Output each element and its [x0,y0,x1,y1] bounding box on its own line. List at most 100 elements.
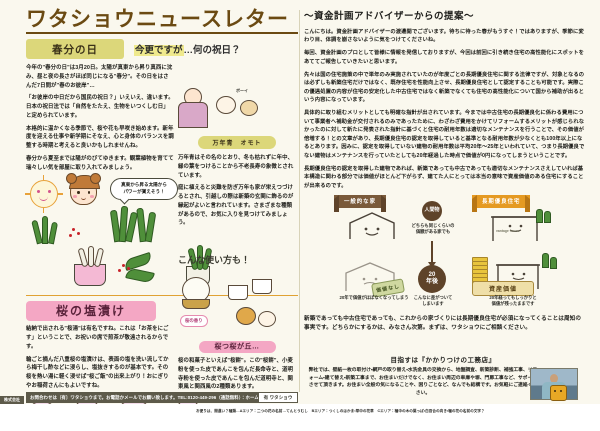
advisor-para-5: 長期優良住宅の認定を取得した建物であれば、新築であっても中古であっても適切なメン… [304,165,584,189]
omoto-body: 万年青はその名のとおり、冬も枯れずに年中、緑の葉をつけることから不老長寿の象徴と… [178,154,296,228]
omoto-leaf [197,245,203,271]
house-left-icon [348,211,396,241]
shunbun-body: 今年の"春分の日"は3月20日。太陽が真東から昇り真西に沈み、昼と夜の長さがほぼ… [26,64,174,172]
boy-label: ボーイ [236,88,248,93]
dog-head-icon [216,96,236,114]
jar-base [182,299,210,309]
girl-eye-left [77,191,80,195]
tree-icon [544,210,551,223]
diagram-ribbon-right: 長期優良住宅 [472,194,531,212]
house-right-after-icon [494,257,542,291]
right-column: ～資金計画アドバイザーからの提案～ こんにちは。資金計画アドバイザーの渡邉開でご… [300,8,586,392]
illustration-usage: 桜の香り [178,271,296,331]
usage-heading-wrap: こんな使い方も！ [178,250,296,268]
diagram-plaque-right: 資産価値 [472,280,534,296]
sun-ray [43,208,45,214]
mascot-icon [550,382,567,401]
house-right-svg [491,216,539,241]
sun-ray [58,193,63,195]
diagram-center-caption-top: どちらも同じくらいの 価額がある家でも [411,222,455,234]
house-right-note: vantage house [496,228,520,233]
mascot-body [550,385,567,401]
cup-icon [228,285,248,300]
berry-icon [77,232,80,236]
shunbun-para-2: 「お彼岸の中日だから国民の祝日？」いえいえ、違います。日本の祝日法では「自然をた… [26,95,174,119]
cup-icon [252,279,272,294]
section-tag-sakura: 桜の塩漬け [26,301,157,322]
omoto-para-2: 庭に植えると災難を防ぎ万年も家が栄えつづけるとされ、引越しの際は新築の玄関に飾る… [178,185,294,227]
girl-cheek-left [73,195,77,198]
usage-heading: こんな使い方も！ [178,255,250,265]
footer-logo-text: 有 ワタショウ [263,394,293,400]
usage-heading-text: こんな使い方も！ [178,255,251,265]
berry-icon [118,269,121,273]
house-right-after-svg [496,264,540,289]
section-tag-shunbun: 春分の日 [26,39,124,60]
jar-icon [182,277,210,303]
cat-icon [236,307,256,325]
shunbun-para-1: 今年の"春分の日"は3月20日。太陽が真東から昇り真西に沈み、昼と夜の長さがほぼ… [26,65,173,89]
section-subtitle-shunbun: 今更ですが…何の祝日？ [134,42,241,57]
plant-tag-omoto: 万年青 オモト [198,136,276,149]
photo-caption-label: 株式会社 [0,396,24,404]
illustration-family: ボーイ [178,86,296,130]
person-body [178,102,208,128]
speech-bubble-sun: 真東から昇る太陽から パワーが貰えそう！ [110,178,178,200]
plant-pot-pink [74,264,106,287]
masthead-title: ワタショウニュースレター [26,8,298,35]
left-column: ワタショウニュースレター 春分の日 今更ですが…何の祝日？ 今年の"春分の日"は… [25,8,298,424]
diagram-center-badge-top: 人間物 [422,200,442,221]
advisor-para-4: 具体的に取り組むメリットとしても明確な指針が出されています。今までは中古住宅の長… [304,110,585,159]
footer-contact-bar: お問合わせは〔有〕ワタショウまで。お電話かメールでお願い致します。TEL:012… [26,392,298,403]
divider-orange [26,295,298,297]
column-divider [299,10,300,392]
cat-head-icon [240,100,258,116]
middle-column: ボーイ 万年青 オモト 万年青はその名のとおり、冬も枯れずに年中、緑の葉をつける… [178,86,296,396]
sakura-sub-body: 桜の和菓子といえば"桜餅"。この"桜餅"、小麦粉を使った皮であんこを包んだ長命寺… [178,357,296,392]
diagram-center-caption-bottom: こんなに差がついて しまいます [413,294,453,306]
sun-ray [25,193,30,195]
staff-photo-head [550,374,558,383]
grass-leaf [42,216,48,245]
diagram-caption-left-bottom: 20年で価値がほぼなくなってしまう [339,294,409,300]
grass-leaf [144,211,157,243]
girl-eye-right [87,191,90,195]
sakura-sub-para-1: 桜の和菓子といえば"桜餅"。この"桜餅"、小麦粉を使った皮であんこを包んだ長命寺… [178,358,294,391]
berry-icon [127,267,130,271]
advisor-para-3: 先々は国の住宅施策の中で単年のみ実施されていたのが年度ごとの長期優良住宅に関する… [304,71,585,104]
sakura-body: 結納で出される"桜湯"は有名ですね。これは「お茶をにごす」ということで、お祝いの… [26,325,172,390]
berry-plant-leaf [125,267,155,285]
grass-leaf [47,221,59,245]
sun-ray [43,175,45,181]
right-footer-body: 弊社では、壁紙一枚の取付け・網戸の取り替え・水洗金具の交換から、地盤調査、新築診… [308,368,538,397]
berry-icon [72,228,75,232]
advisor-para-1: こんにちは。資金計画アドバイザーの渡邉開でございます。待ちに待った春がもうすぐ！… [304,29,584,44]
diagram-arrow [428,240,435,268]
section-sakura-header: 桜の塩漬け [26,301,298,322]
girl-bun-right [90,173,101,185]
girl-character-icon [66,173,101,206]
berry-icon [69,234,72,238]
section-shunbun-header: 春分の日 今更ですが…何の祝日？ [26,39,298,60]
sakura-para-2: 輪ごと摘んだ八重桜の塩漬けは、表面の塩を洗い流してから梅干し酢などに浸らし、塩抜… [26,356,169,389]
berry-icon [122,264,125,268]
advisor-body: こんにちは。資金計画アドバイザーの渡邉開でございます。待ちに待った春がもうすぐ！… [304,28,586,190]
subtitle-highlight: 今更ですが [134,45,184,57]
mascot-eye-left [554,390,556,392]
advisor-para-2: 毎回、資金計画のプロとして皆様に情報を発信しておりますが、今回は前回に引き続き住… [304,50,585,65]
tree-icon [536,208,543,223]
sakura-sub-tag: 桜つ桜が丘… [198,340,276,353]
diagram-footnote: 新築であっても中古住宅であっても、これからの家づくりには長期優良住宅が必須になっ… [304,315,586,333]
girl-mouth [81,196,86,201]
diagram-ribbon-left: 一般的な家 [334,194,386,212]
right-footer: 目指すは『かかりつけの工務店』 弊社では、壁紙一枚の取付け・網戸の取り替え・水洗… [0,354,586,404]
diagram-footnote-text: 新築であっても中古住宅であっても、これからの家づくりには長期優良住宅が必須になっ… [304,315,582,331]
subtitle-rest: …何の祝日？ [183,45,241,57]
bottom-strip-text: お便りは、間違い？種類…Aエリア：二つの花の名前…てんとうむし Bエリア：つくし… [196,409,485,413]
diagram-caption-right-bottom: 20年経ってもしっかりと 価値が残ったままです [489,294,537,306]
footer-contact-text: お問合わせは〔有〕ワタショウまで。お電話かメールでお願い致します。TEL:012… [30,394,273,400]
house-right-icon [490,211,540,243]
right-column-title: ～資金計画アドバイザーからの提案～ [304,11,475,22]
tree-icon [550,256,557,269]
cat-icon [258,311,276,327]
